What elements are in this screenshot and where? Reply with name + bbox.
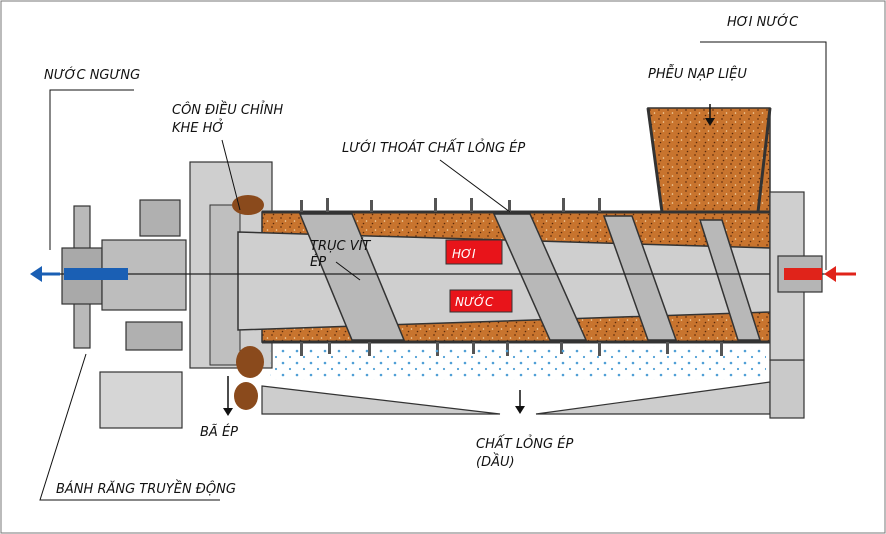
label-adjust-cone-1: CÔN ĐIỀU CHỈNH [172,101,283,118]
label-screw-shaft-1: TRỤC VÍT [310,238,371,254]
leader-lines [39,41,827,501]
condensate-arrow [30,266,60,282]
steam-tag-box [445,239,503,265]
liquid-arrow [515,390,525,414]
condensate-channel [64,268,128,280]
water-tag-box [449,289,513,313]
label-condensate: NƯỚC NGƯNG [44,67,140,83]
label-screw-shaft-2: ÉP [310,254,326,270]
right-bearing [769,191,823,361]
screw-shaft [237,213,771,341]
label-feed-hopper: PHỄU NẠP LIỆU [648,65,747,82]
label-steam-tag: HƠI [452,247,476,261]
cake-arrow [223,376,233,416]
feed-arrow [705,104,715,126]
label-press-liquid-1: CHẤT LỎNG ÉP [476,435,573,452]
label-screen: LƯỚI THOÁT CHẤT LỎNG ÉP [342,139,525,156]
steam-arrow [824,266,856,282]
label-drive-gear: BÁNH RĂNG TRUYỀN ĐỘNG [56,480,236,497]
label-steam: HƠI NƯỚC [727,14,799,30]
steam-channel [784,268,822,280]
bearing-housing [101,161,273,369]
label-water-tag: NƯỚC [455,294,494,309]
base-frame [99,359,805,429]
liquid-drops [270,346,766,380]
label-press-liquid-2: (DẦU) [476,453,515,470]
label-adjust-cone-2: KHE HỞ [172,119,224,136]
label-press-cake: BÃ ÉP [200,424,238,440]
